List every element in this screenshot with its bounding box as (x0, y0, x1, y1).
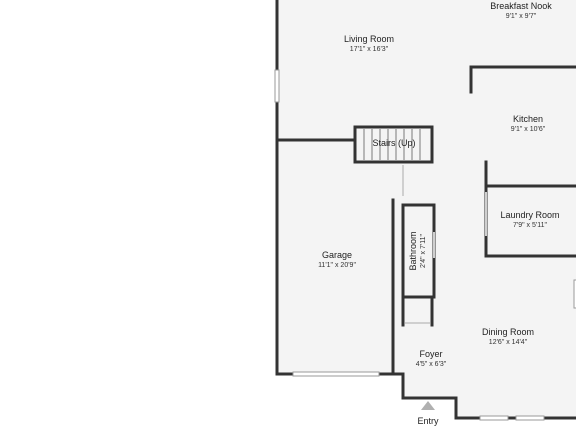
wall-bathroom (401, 203, 436, 299)
window-dining-south-2 (515, 415, 545, 421)
living-room-name: Living Room (344, 34, 394, 44)
exterior-wall-foyer-west (391, 198, 443, 400)
garage-dims: 11'1" x 20'9" (318, 262, 356, 269)
garage-door (292, 371, 380, 377)
kitchen-dims: 9'1" x 10'6" (511, 126, 546, 133)
foyer-dims: 4'5" x 6'3" (416, 361, 447, 368)
laundry-room-name: Laundry Room (500, 210, 559, 220)
bathroom-name: Bathroom (408, 231, 418, 270)
floor-area (277, 0, 576, 418)
stair-treads (363, 129, 421, 160)
garage-name: Garage (322, 250, 352, 260)
bathroom-dims: 2'4" x 7'11" (420, 233, 427, 267)
wall-stairs (353, 125, 434, 164)
wall-closet (401, 295, 434, 327)
window-dining-east (573, 279, 576, 309)
laundry-room-dims: 7'9" x 5'11" (513, 222, 547, 229)
dining-room-name: Dining Room (482, 327, 534, 337)
breakfast-nook-dims: 9'1" x 9'7" (506, 13, 537, 20)
kitchen-name: Kitchen (513, 114, 543, 124)
breakfast-nook-name: Breakfast Nook (490, 1, 552, 11)
window-living-west (274, 69, 280, 103)
entry-label: Entry (417, 416, 439, 426)
foyer-name: Foyer (419, 349, 442, 359)
living-room-dims: 17'1" x 16'3" (350, 46, 389, 53)
window-dining-south-1 (479, 415, 509, 421)
wall-kitchen-west (469, 65, 576, 94)
dining-room-dims: 12'6" x 14'4" (489, 339, 528, 346)
wall-kitchen-laundry (484, 160, 576, 188)
stairs-name: Stairs (Up) (372, 138, 415, 148)
triangle-up-icon (421, 401, 435, 410)
